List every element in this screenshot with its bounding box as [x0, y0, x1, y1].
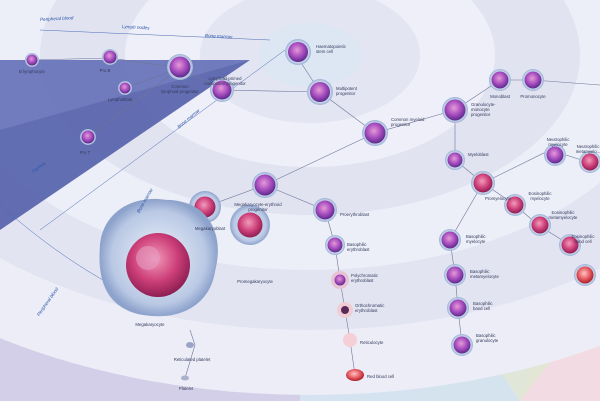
promyelocyte-cell [473, 173, 493, 193]
label-reticulated-platelet: Reticulated platelet [173, 357, 211, 362]
pro-b-cell [103, 50, 117, 64]
label-basophilic-erythroblast: Basophilic erythroblast [347, 242, 370, 252]
label-lymphoblast: Lymphoblast [107, 97, 133, 102]
label-polychromatic-erythroblast: Polychromatic erythroblast [351, 273, 378, 283]
label-promyelocyte: Promyelocyte [484, 196, 512, 201]
label-monoblast: Monoblast [490, 94, 510, 99]
label-basophilic-metamyelocyte: Basophilic metamyelocyte [470, 269, 499, 279]
label-basophilic-granulocyte: Basophilic granulocyte [476, 333, 499, 343]
common-lymphoid-cell [169, 56, 191, 78]
eosinophilic-myelocyte-cell [506, 196, 524, 214]
label-mep: Megakaryocyte-erythroid progenitor [234, 202, 282, 212]
label-hsc: Haematopoietic stem cell [316, 44, 346, 54]
label-orthochromatic-erythroblast: Orthochromatic erythroblast [355, 303, 385, 313]
label-eosinophilic-band: Eosinophilic band cell [571, 234, 595, 244]
basophilic-metamyelocyte-cell [446, 266, 464, 284]
basophilic-granulocyte-cell [453, 336, 471, 354]
label-eosinophilic-myelocyte: Eosinophilic myelocyte [528, 191, 552, 201]
basophilic-erythroblast-cell [327, 237, 343, 253]
gmp-cell [444, 99, 466, 121]
label-promegakaryocyte: Promegakaryocyte [237, 279, 273, 284]
reticulated-platelet-shape [186, 342, 194, 348]
label-pro-t: Pro T [79, 150, 91, 155]
polychromatic-erythroblast-cell [334, 274, 346, 286]
multipotent-cell [310, 82, 330, 102]
label-promonocyte: Promonocyte [520, 94, 546, 99]
mep-cell [254, 174, 276, 196]
eosinophil-cell [576, 266, 594, 284]
label-basophilic-myelocyte: Basophilic myelocyte [466, 234, 486, 244]
label-gmp: Granulocyte- monocyte progenitor [471, 102, 496, 117]
reticulocyte-cell [343, 333, 357, 347]
label-red-blood-cell: Red blood cell [367, 374, 395, 379]
eosinophilic-band-cell [561, 236, 579, 254]
lmpp-cell [212, 80, 232, 100]
promonocyte-cell [524, 71, 542, 89]
myeloblast-cell [447, 152, 463, 168]
label-common-myeloid: Common myeloid progenitor [391, 117, 425, 127]
basophilic-myelocyte-cell [441, 231, 459, 249]
neutrophilic-myelocyte-cell [546, 146, 564, 164]
common-myeloid-cell [364, 122, 386, 144]
label-platelet: Platelet [178, 386, 194, 391]
cells [25, 39, 600, 381]
basophilic-band-cell [449, 299, 467, 317]
label-megakaryocyte: Megakaryocyte [135, 322, 165, 327]
label-neutrophilic-metamyelocyte: Neutrophilic metamyelo... [575, 144, 600, 154]
label-megakaryoblast: Megakaryoblast [194, 226, 226, 231]
monoblast-cell [491, 71, 509, 89]
label-basophilic-band: Basophilic band cell [473, 301, 493, 311]
lymphoblast-cell [119, 82, 131, 94]
label-neutrophilic-myelocyte: Neutrophilic myelocyte [546, 137, 570, 147]
pro-t-cell [81, 130, 95, 144]
promegakaryocyte-cell [237, 212, 263, 238]
hsc-cell [288, 42, 308, 62]
b-lymphocyte-cell [26, 54, 38, 66]
red-blood-cell-shape [346, 369, 364, 381]
label-pro-b: Pro B [99, 68, 111, 73]
label-multipotent: Multipotent progenitor [336, 86, 358, 96]
proerythroblast-cell [315, 200, 335, 220]
label-eosinophilic-metamyelocyte: Eosinophilic metamyelocyte [548, 210, 578, 220]
neutrophilic-metamyelocyte-cell [581, 153, 599, 171]
orthochromatic-erythroblast-cell [341, 306, 349, 314]
eosinophilic-metamyelocyte-cell [531, 216, 549, 234]
label-reticulocyte: Reticulocyte [360, 340, 384, 345]
label-common-lymphoid: Common lymphoid progenitor [161, 84, 199, 94]
label-myeloblast: Myeloblast [468, 152, 489, 157]
label-b-lymphocyte: B lymphocyte [19, 69, 45, 74]
label-lmpp: Lymphoid-primed multipotent progenitor [204, 76, 246, 86]
label-proerythroblast: Proerythroblast [340, 212, 370, 217]
platelet-shape [181, 375, 189, 381]
